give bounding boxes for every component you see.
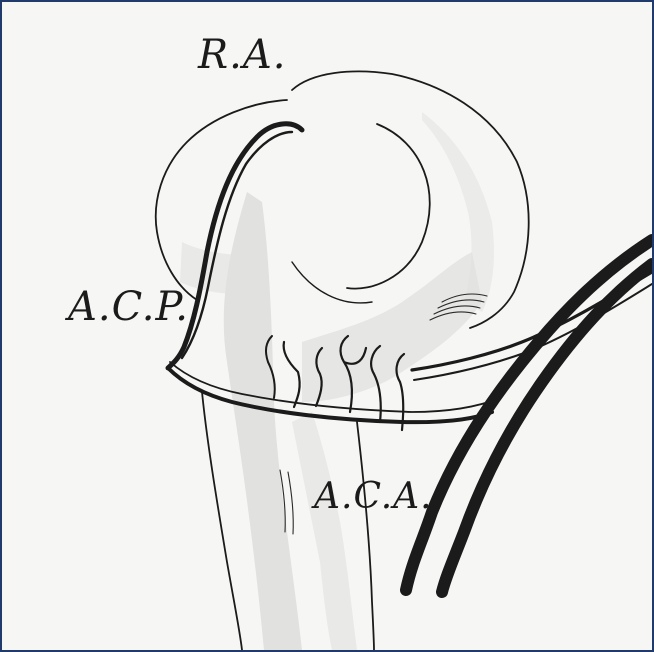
branch-1 [284, 342, 300, 407]
head-contour [292, 71, 529, 328]
articular-arc [347, 124, 430, 289]
label-ra: R.A. [198, 32, 286, 78]
shaft-left [202, 392, 242, 650]
label-aca: A.C.A. [314, 476, 433, 517]
inner-arc [292, 262, 372, 303]
label-acp: A.C.P. [68, 284, 189, 330]
shaft-right [357, 422, 374, 650]
